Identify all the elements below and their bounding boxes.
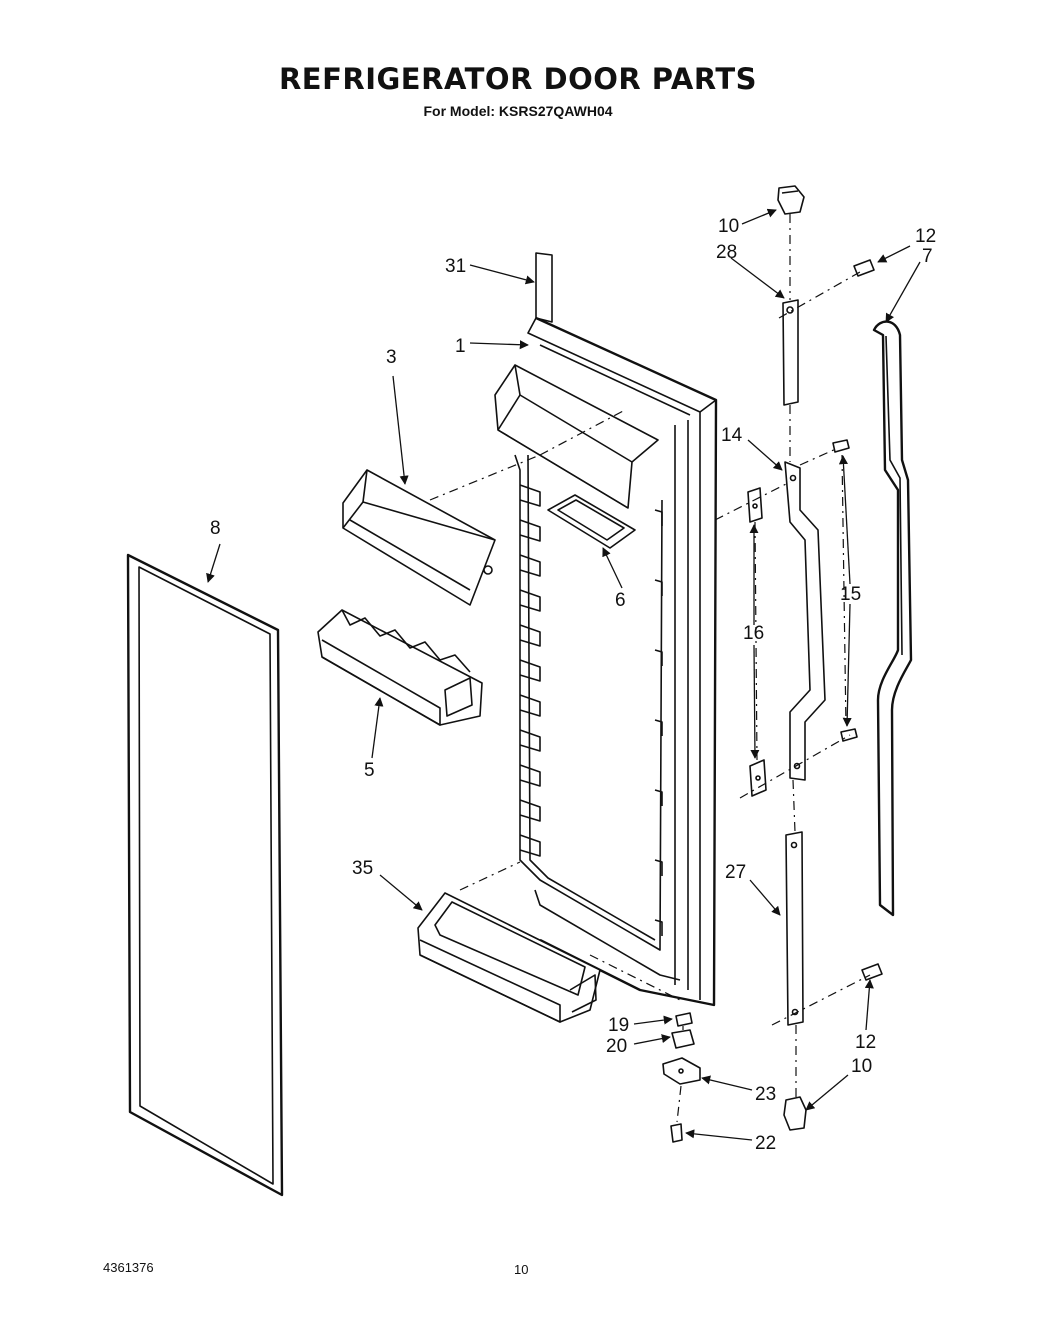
model-subtitle: For Model: KSRS27QAWH04 <box>423 103 613 119</box>
door-bin-part-35 <box>417 892 601 1023</box>
callout-19: 19 <box>608 1015 629 1036</box>
handle-trim-part-7 <box>872 320 913 917</box>
page-title: REFRIGERATOR DOOR PARTS <box>278 62 758 96</box>
callout-27: 27 <box>725 862 746 883</box>
screw-part-22 <box>670 1123 683 1143</box>
callout-10-bottom: 10 <box>851 1056 872 1077</box>
callout-5: 5 <box>364 760 375 781</box>
bottom-cap-part-10 <box>783 1096 807 1131</box>
liner-ribs <box>519 484 663 936</box>
callout-14: 14 <box>721 425 743 446</box>
callout-7: 7 <box>922 246 933 267</box>
end-cap-part-16-upper <box>747 487 763 523</box>
callout-20: 20 <box>606 1036 627 1057</box>
callout-labels: 10 12 28 7 31 1 3 14 8 6 15 16 5 35 27 1… <box>210 216 936 1154</box>
callout-23: 23 <box>755 1084 776 1105</box>
top-hinge-cap-part-10 <box>777 185 805 215</box>
door-liner-part-1 <box>494 316 718 1007</box>
callout-15: 15 <box>840 584 861 605</box>
washer-part-19 <box>675 1012 693 1027</box>
bushing-part-20 <box>671 1029 695 1049</box>
callout-8: 8 <box>210 518 221 539</box>
alignment-lines <box>429 214 871 1123</box>
leader-lines <box>206 208 921 1141</box>
callout-6: 6 <box>615 590 626 611</box>
screw-part-12-bottom <box>861 963 883 981</box>
callout-35: 35 <box>352 858 373 879</box>
egg-tray-part-5 <box>317 609 483 726</box>
hinge-block-part-23 <box>662 1057 701 1085</box>
callout-3: 3 <box>386 347 397 368</box>
callout-12-bottom: 12 <box>855 1032 876 1053</box>
dairy-door-part-3 <box>342 469 496 606</box>
callout-16: 16 <box>743 623 764 644</box>
top-trim-part-31 <box>535 252 553 323</box>
page-number: 10 <box>514 1262 529 1277</box>
lower-bracket-part-27 <box>785 831 804 1026</box>
door-gasket-part-8 <box>126 553 284 1197</box>
callout-1: 1 <box>455 336 466 357</box>
cup-part-6 <box>547 494 636 549</box>
screw-part-15-lower <box>840 728 858 742</box>
callout-28: 28 <box>716 242 737 263</box>
upper-handle-bracket-part-28 <box>782 299 799 406</box>
document-number: 4361376 <box>103 1260 154 1275</box>
end-cap-part-16-lower <box>749 759 767 797</box>
callout-31: 31 <box>445 256 466 277</box>
callout-22: 22 <box>755 1133 776 1154</box>
screw-part-15-upper <box>832 439 850 453</box>
callout-12-top: 12 <box>915 226 936 247</box>
handle-part-14 <box>784 461 826 781</box>
callout-10-top: 10 <box>718 216 739 237</box>
